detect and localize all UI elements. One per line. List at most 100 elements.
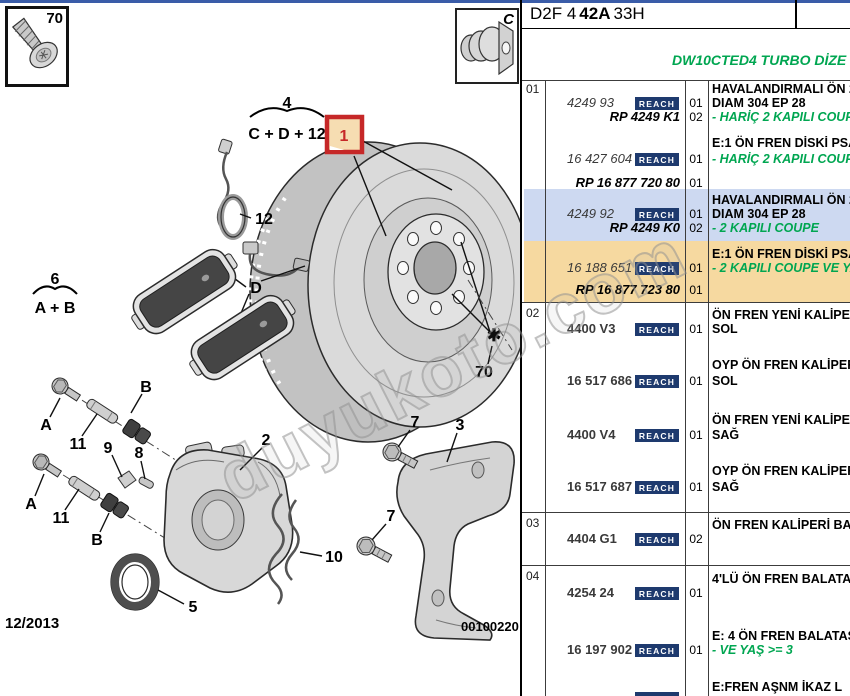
guide-bolt-a2 [32,453,63,478]
engine-variant-title: DW10CTED4 TURBO DİZE [672,52,847,68]
quantity: 01 [689,96,703,110]
part-spec: SOL [712,374,738,388]
bolt-icon [460,20,514,76]
section-number: 01 [526,82,540,96]
reach-badge[interactable]: REACH [635,208,679,221]
part-number: 4249 92 [567,206,614,221]
callout-2: 2 [262,432,271,449]
callout-9: 9 [104,440,113,457]
quantity: 01 [689,643,703,657]
reach-badge[interactable]: REACH [635,97,679,110]
reach-badge[interactable]: REACH [635,429,679,442]
column-divider [685,80,686,696]
quantity: 01 [689,586,703,600]
replacement-part-number: RP 4249 K1 [609,109,680,124]
legend-label-c: C [503,11,514,28]
brake-exploded-diagram: ✱ 70 4 C + D + 12 1 12 [25,95,520,641]
guide-bolt-a1 [51,377,82,402]
header-divider [795,0,797,28]
replacement-part-number: RP 16 877 720 80 [575,175,680,190]
section-divider [522,302,850,303]
part-description: E: 4 ÖN FREN BALATASI [712,629,850,643]
callout-3: 3 [456,417,465,434]
quantity: 02 [689,221,703,235]
svg-text:6: 6 [51,271,60,288]
part-number: 16 188 651 80 [567,260,651,275]
page-code-figure: 42A [579,4,611,23]
quantity: 01 [689,480,703,494]
reach-badge[interactable]: REACH [635,262,679,275]
screw-icon [11,17,58,69]
quantity: 02 [689,110,703,124]
svg-text:C + D + 12: C + D + 12 [248,126,325,143]
part-note: - HARİÇ 2 KAPILI COUPE [712,152,850,166]
callout-7a: 7 [411,414,420,431]
part-description: ÖN FREN YENİ KALİPERİ [712,308,850,322]
reach-badge[interactable]: REACH [635,481,679,494]
section-divider [522,565,850,566]
part-number: 4404 G1 [567,531,617,546]
label-d: D [250,280,262,297]
quantity: 01 [689,207,703,221]
part-description: E:FREN AŞNM İKAZ L [712,680,843,694]
part-description: 4'LÜ ÖN FREN BALATA T [712,572,850,586]
group-4-label: 4 C + D + 12 [248,95,325,143]
replacement-part-number: RP 4249 K0 [609,220,680,235]
part-note: - 2 KAPILI COUPE VE YAŞ [712,261,850,275]
quantity: 01 [689,428,703,442]
bracket-bolt-7a [382,442,419,469]
reach-badge[interactable]: REACH [635,375,679,388]
quantity: 01 [689,322,703,336]
part-spec: SAĞ [712,428,740,442]
brake-pads [131,248,296,381]
page-code-suffix: 33H [613,4,645,23]
reach-badge-partial [635,692,679,696]
document-number: 00100220 [461,619,519,634]
callout-11a: 11 [70,436,87,453]
replacement-part-number: RP 16 877 723 80 [575,282,680,297]
callout-10: 10 [325,549,343,566]
callout-5: 5 [189,599,198,616]
callout-1-box[interactable]: 1 [324,114,365,155]
part-description: HAVALANDIRMALI ÖN 2 F [712,193,850,207]
part-description: E:1 ÖN FREN DİSKİ PSA [712,247,850,261]
legend-label-70: 70 [46,10,63,27]
part-number: 16 517 687 80 [567,479,651,494]
selected-row-highlight-blue[interactable] [524,189,850,241]
brake-disc [248,141,520,443]
reach-badge[interactable]: REACH [635,323,679,336]
screw-70-marker: ✱ 70 [451,241,513,381]
quantity: 01 [689,374,703,388]
reach-badge[interactable]: REACH [635,644,679,657]
part-number: 16 197 902 80 [567,642,651,657]
reach-badge[interactable]: REACH [635,153,679,166]
legend-box-bolt-c: C [455,8,519,84]
selected-row-highlight-orange[interactable] [524,241,850,302]
reach-badge[interactable]: REACH [635,533,679,546]
reach-badge[interactable]: REACH [635,587,679,600]
part-description: OYP ÖN FREN KALİPERİ [712,358,850,372]
bracket-bolt-7b [356,536,393,563]
seal-ring [110,553,160,611]
page-code-prefix: D2F 4 [530,4,577,23]
part-number: 16 427 604 80 [567,151,651,166]
top-accent-bar [0,0,850,3]
section-number: 04 [526,569,540,583]
section-divider [522,512,850,513]
part-spec: DIAM 304 EP 28 [712,207,806,221]
callout-70: 70 [475,364,493,381]
svg-text:4: 4 [283,95,292,112]
quantity: 01 [689,283,703,297]
bushing-b2 [100,492,129,519]
section-number: 03 [526,516,540,530]
section-number: 02 [526,306,540,320]
column-divider [545,80,546,696]
pin-8 [138,476,154,489]
part-number: 16 517 686 80 [567,373,651,388]
star-icon: ✱ [487,326,501,345]
revision-date: 12/2013 [5,615,60,632]
quantity: 02 [689,532,703,546]
part-description: OYP ÖN FREN KALİPERİ [712,464,850,478]
